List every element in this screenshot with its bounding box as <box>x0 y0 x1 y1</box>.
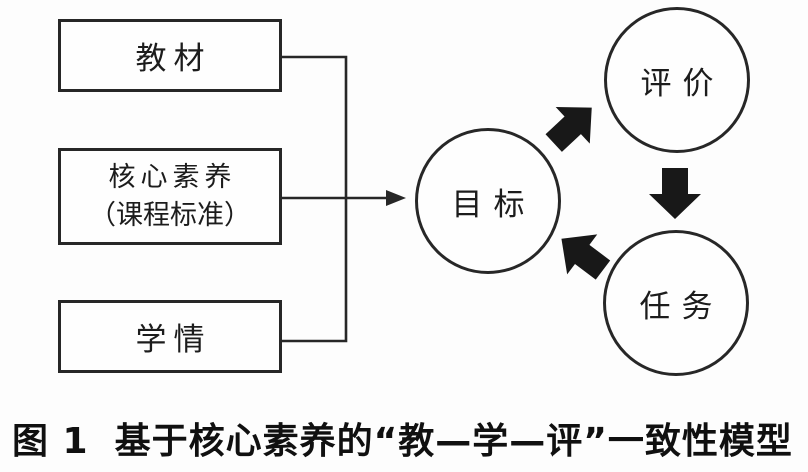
input-box-learning-situation: 学情 <box>58 300 282 373</box>
task-label: 任务 <box>639 288 724 325</box>
figure-caption: 图 1 基于核心素养的“教—学—评”一致性模型 <box>12 412 802 464</box>
figure-title: 基于核心素养的“教—学—评”一致性模型 <box>114 421 793 462</box>
flow-arrow-evaluation-to-task-icon <box>649 168 701 219</box>
evaluation-label: 评价 <box>640 65 725 102</box>
teaching-materials-label: 教材 <box>135 41 212 77</box>
input-box-teaching-materials: 教材 <box>58 19 282 92</box>
node-evaluation: 评价 <box>604 7 750 153</box>
node-goal: 目标 <box>415 128 561 274</box>
core-competency-label-line2: （课程标准） <box>89 199 251 231</box>
node-task: 任务 <box>603 230 749 376</box>
input-arrowhead-icon <box>386 190 406 206</box>
figure-label: 图 1 <box>12 421 89 462</box>
learning-situation-label: 学情 <box>135 322 212 358</box>
core-competency-label-line1: 核心素养 <box>108 162 237 194</box>
flow-arrow-goal-to-evaluation-icon <box>545 107 592 152</box>
input-bracket-line <box>282 55 348 343</box>
goal-label: 目标 <box>451 186 536 223</box>
input-box-core-competency: 核心素养 （课程标准） <box>58 148 282 245</box>
